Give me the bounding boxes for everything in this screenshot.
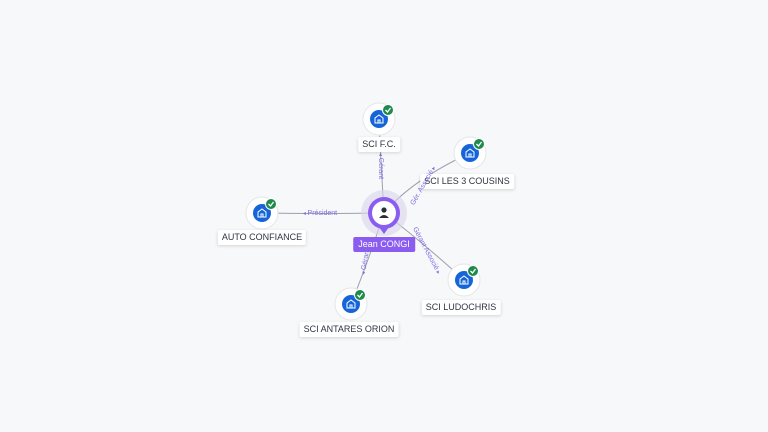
company-node-sci-ludochris[interactable] bbox=[447, 263, 481, 297]
verified-check-icon bbox=[354, 289, 366, 301]
building-icon-glyph bbox=[459, 275, 469, 285]
company-label-sci-les-3-cousins[interactable]: SCI LES 3 COUSINS bbox=[420, 174, 514, 189]
checkmark-glyph bbox=[357, 292, 364, 298]
person-node-inner bbox=[372, 201, 396, 225]
person-icon bbox=[381, 207, 387, 213]
checkmark-glyph bbox=[385, 107, 392, 113]
building-icon-glyph bbox=[257, 208, 267, 218]
verified-check-icon bbox=[473, 138, 485, 150]
checkmark-glyph bbox=[470, 268, 477, 274]
company-node-auto-confiance[interactable] bbox=[245, 196, 279, 230]
person-icon-body bbox=[379, 215, 389, 218]
verified-check-icon bbox=[467, 265, 479, 277]
building-icon-glyph bbox=[374, 114, 384, 124]
checkmark-glyph bbox=[476, 141, 483, 147]
edge-label-sci-fc: ◂ Gérant bbox=[377, 152, 384, 180]
company-label-sci-antares-orion[interactable]: SCI ANTARES ORION bbox=[299, 322, 399, 337]
company-label-auto-confiance[interactable]: AUTO CONFIANCE bbox=[217, 230, 307, 245]
building-icon-glyph bbox=[465, 148, 475, 158]
company-label-sci-ludochris[interactable]: SCI LUDOCHRIS bbox=[421, 300, 501, 315]
arrow-left-icon: ◂ bbox=[302, 211, 308, 217]
building-icon-glyph bbox=[346, 299, 356, 309]
person-label[interactable]: Jean CONGI bbox=[353, 237, 415, 252]
company-node-sci-antares-orion[interactable] bbox=[334, 287, 368, 321]
company-label-sci-fc[interactable]: SCI F.C. bbox=[358, 137, 400, 152]
person-pin-tip bbox=[379, 227, 389, 234]
checkmark-glyph bbox=[268, 201, 275, 207]
verified-check-icon bbox=[382, 104, 394, 116]
verified-check-icon bbox=[265, 198, 277, 210]
company-node-sci-les-3-cousins[interactable] bbox=[453, 136, 487, 170]
company-node-sci-fc[interactable] bbox=[362, 102, 396, 136]
edge-label-auto-confiance: ◂ Président bbox=[302, 210, 338, 217]
